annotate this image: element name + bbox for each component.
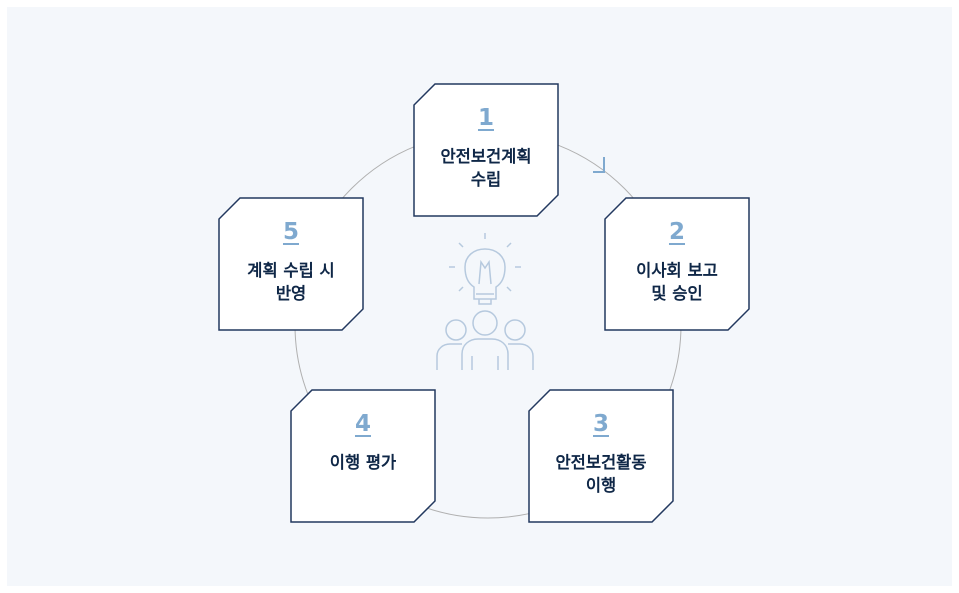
card-shape: [604, 197, 750, 331]
step-number: 5: [282, 219, 299, 245]
card-shape: [218, 197, 364, 331]
step-card-5: 5 계획 수립 시 반영: [218, 197, 364, 331]
step-number: 1: [477, 105, 494, 131]
step-label: 안전보건활동 이행: [555, 453, 647, 495]
card-shape: [413, 83, 559, 217]
step-number: 4: [354, 411, 371, 437]
step-label: 이사회 보고 및 승인: [636, 261, 718, 303]
step-card-1: 1 안전보건계획 수립: [413, 83, 559, 217]
step-card-4: 4 이행 평가: [290, 389, 436, 523]
arrow-head-icon: [593, 157, 605, 173]
step-number: 2: [668, 219, 685, 245]
step-label: 계획 수립 시 반영: [247, 261, 335, 303]
step-label: 이행 평가: [329, 453, 397, 472]
card-shape: [290, 389, 436, 523]
step-card-3: 3 안전보건활동 이행: [528, 389, 674, 523]
people-icon: [436, 310, 534, 370]
step-label: 안전보건계획 수립: [440, 147, 532, 189]
step-card-2: 2 이사회 보고 및 승인: [604, 197, 750, 331]
card-shape: [528, 389, 674, 523]
lightbulb-icon: [449, 233, 521, 305]
step-number: 3: [592, 411, 609, 437]
